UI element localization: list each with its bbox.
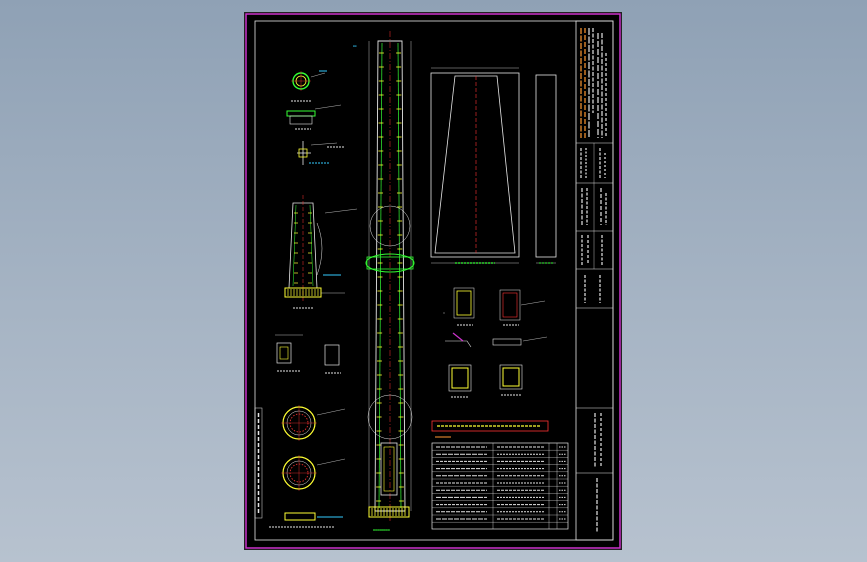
- svg-text:▬▬▬▬▬▬▬▬: ▬▬▬▬▬▬▬▬: [373, 528, 391, 532]
- svg-text:▬▬: ▬▬: [353, 44, 357, 48]
- inner-frame: [254, 20, 614, 541]
- cad-drawing: ▬▬▬▬▬▬▬▬ ▬▬: [245, 13, 621, 549]
- column-elevation: [535, 74, 557, 264]
- drawing-sheet[interactable]: ▬▬▬▬▬▬▬▬ ▬▬: [245, 13, 621, 549]
- title-block: [575, 20, 614, 541]
- outer-frame: [245, 13, 621, 549]
- chimney-elevation: ▬▬▬▬▬▬▬▬ ▬▬: [353, 31, 415, 532]
- left-title-strip: [254, 407, 263, 519]
- anchor-details: [443, 287, 548, 398]
- left-details: [269, 70, 358, 528]
- materials-table: [431, 420, 569, 530]
- tapered-shaft-elevation: [430, 67, 520, 264]
